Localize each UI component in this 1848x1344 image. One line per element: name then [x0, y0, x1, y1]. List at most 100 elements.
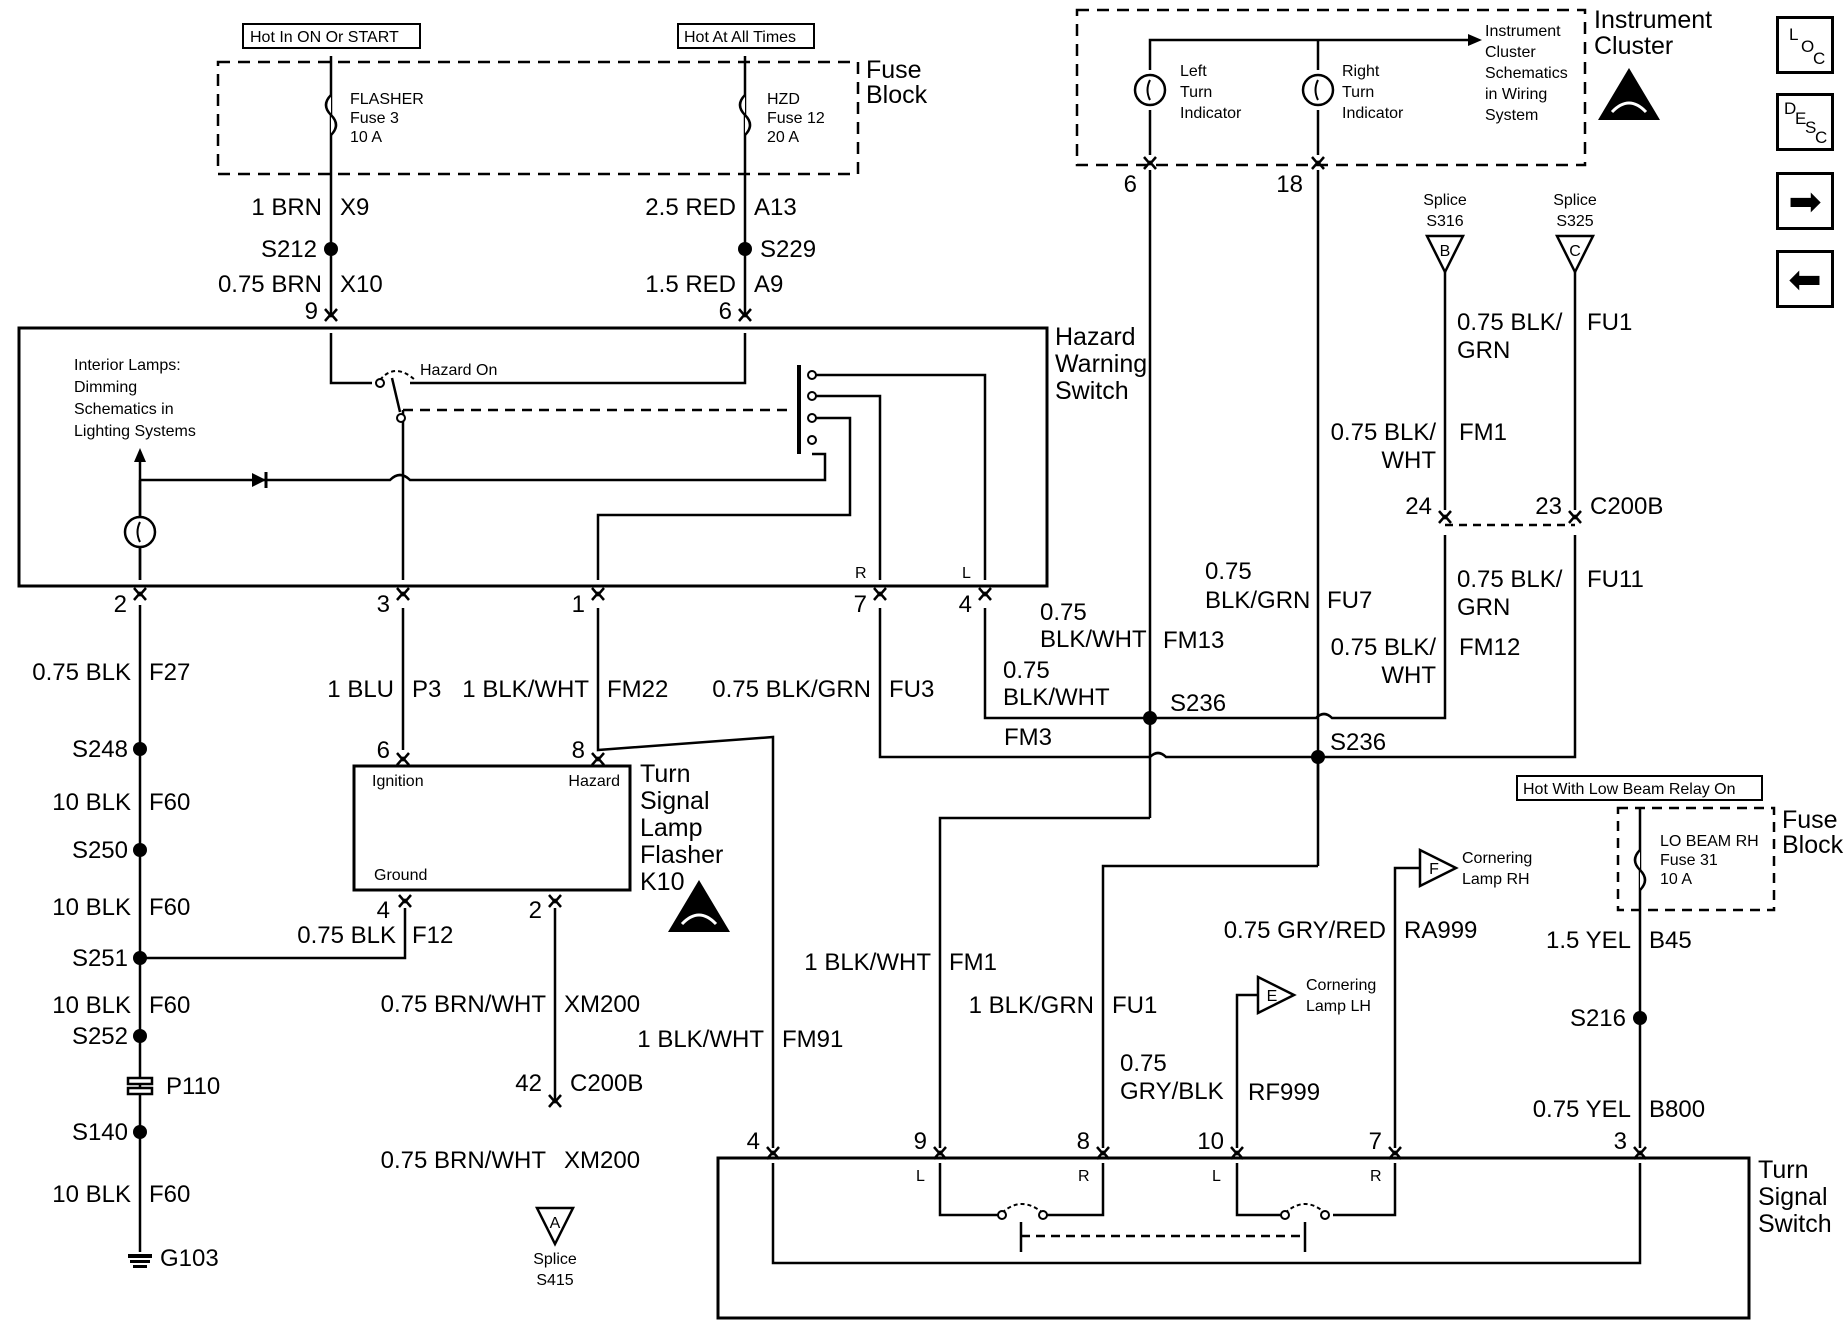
pin-number: 4: [959, 591, 972, 618]
pin-numbers: 9 6 2 3 1 7 4 6 18 24 23 6 8 4 2 42 4 9 …: [114, 171, 1627, 1155]
wire-circuit: F12: [412, 922, 453, 949]
interior-lamps-arrow: [134, 448, 146, 462]
pin-number: 3: [377, 591, 390, 618]
cornering-lh-letter: E: [1267, 988, 1278, 1005]
cornering-rh-letter: F: [1429, 861, 1439, 878]
cornering-rh-triangle: [1418, 847, 1459, 889]
hazard-switch-box: [17, 326, 1049, 588]
wire-circuit: RA999: [1404, 917, 1477, 944]
splice-label: S229: [760, 236, 816, 263]
esd-icon-flasher: [668, 880, 730, 932]
bulbs: [123, 73, 1335, 580]
switch-r2-label: R: [1370, 1168, 1382, 1185]
p110-connector: [126, 1076, 154, 1096]
hot-all-times-label: Hot At All Times: [684, 29, 796, 46]
wire-circuit: B45: [1649, 927, 1692, 954]
wire-label: 0.75 BRN: [218, 271, 322, 298]
bulb-filaments: [136, 79, 1319, 543]
previous-page-button[interactable]: ⬅: [1776, 250, 1834, 308]
wire-circuit: RF999: [1248, 1079, 1320, 1106]
splice-a-letter: A: [550, 1215, 561, 1232]
splice-triangles: [534, 234, 1596, 1247]
desc-letter-e: E: [1795, 109, 1807, 128]
left-arrow-icon: ⬅: [1788, 258, 1822, 302]
pin-number: 9: [914, 1128, 927, 1155]
loc-letter-o: O: [1801, 37, 1815, 56]
fuse-block-top-box: [216, 60, 860, 176]
splice-b-triangle: [1424, 234, 1466, 275]
wire-label: 10 BLK: [52, 992, 131, 1019]
pin-number: 6: [719, 298, 732, 325]
switch-l2-label: L: [1212, 1168, 1221, 1185]
hazard-l-label: L: [962, 565, 971, 582]
wire-label: 10 BLK: [52, 789, 131, 816]
wire-circuit: FU7: [1327, 587, 1372, 614]
pin-number: 7: [854, 591, 867, 618]
pin-number: 6: [377, 737, 390, 764]
wire-label: 0.75 BLK: [297, 922, 396, 949]
loc-letter-l: L: [1789, 25, 1799, 44]
wire-circuit: FU1: [1587, 309, 1632, 336]
hot-on-start-label: Hot In ON Or START: [250, 29, 399, 46]
wire-label: 10 BLK: [52, 894, 131, 921]
flasher-ground-label: Ground: [374, 867, 427, 884]
pin-number: 8: [572, 737, 585, 764]
wire-circuit: FM12: [1459, 634, 1520, 661]
wire-circuit: F60: [149, 894, 190, 921]
wire-circuit: X10: [340, 271, 383, 298]
pin-number: 1: [572, 591, 585, 618]
pin-number: 9: [305, 298, 318, 325]
esd-icon-cluster: [1598, 68, 1660, 120]
right-turn-bulb: [1301, 73, 1335, 107]
instrument-cluster-box: [1075, 8, 1587, 167]
pin-number: 23: [1535, 493, 1562, 520]
pin-number: 24: [1405, 493, 1432, 520]
wire-label-fm1: 0.75 BLK/WHT: [1331, 419, 1437, 474]
wire-label-fu11: 0.75 BLK/GRN: [1457, 566, 1563, 621]
turn-switch-box: [716, 1156, 1751, 1320]
cornering-lh-triangle: [1256, 974, 1297, 1016]
hazard-r-label: R: [855, 565, 867, 582]
splice-a-triangle: [534, 1206, 576, 1247]
desc-letter-s: S: [1805, 118, 1817, 137]
wire-label: 0.75 YEL: [1533, 1096, 1631, 1123]
description-button[interactable]: D E S C: [1776, 93, 1834, 151]
switch-l1-label: L: [916, 1168, 925, 1185]
wire-label: 1 BLK/GRN: [969, 992, 1094, 1019]
wire-circuit: FM22: [607, 676, 668, 703]
wire-label-fu1: 0.75 BLK/GRN: [1457, 309, 1563, 364]
desc-letter-d: D: [1784, 99, 1797, 118]
location-button[interactable]: L O C: [1776, 16, 1834, 74]
splice-label: S140: [72, 1119, 128, 1146]
hot-low-beam-label: Hot With Low Beam Relay On: [1523, 781, 1736, 798]
pin-number: 18: [1276, 171, 1303, 198]
next-page-button[interactable]: ➡: [1776, 172, 1834, 230]
wire-circuit: A9: [754, 271, 783, 298]
wire-circuit: FU11: [1587, 566, 1644, 593]
left-turn-bulb: [1133, 73, 1167, 107]
g103-ground-symbol: [128, 1254, 152, 1268]
wire-circuit: XM200: [564, 1147, 640, 1174]
wire-label: 0.75 BLK/GRN: [712, 676, 871, 703]
hot-all-times-box: [677, 23, 815, 49]
wire-circuit: P3: [412, 676, 441, 703]
wire-label: 1.5 RED: [645, 271, 736, 298]
pin-number: 8: [1077, 1128, 1090, 1155]
switch-arcs: [379, 370, 1326, 1214]
wire-circuit: FU1: [1112, 992, 1157, 1019]
switch-contacts: [375, 370, 1330, 1220]
